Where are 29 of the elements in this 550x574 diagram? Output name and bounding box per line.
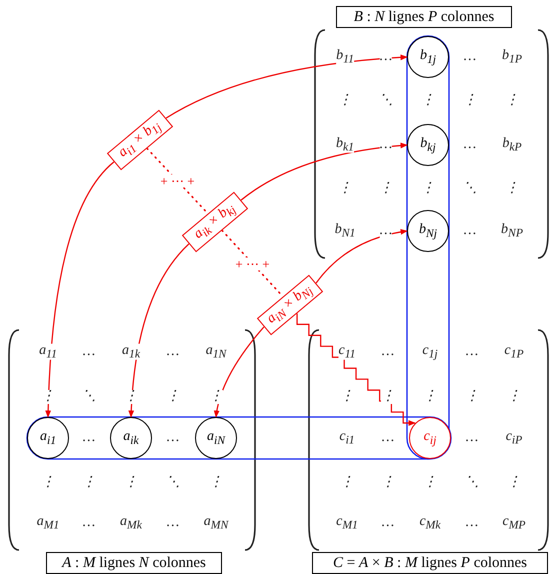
edge-label: + ⋯ + <box>234 257 271 270</box>
matrix-entry: a$_{11}$ <box>39 344 57 360</box>
edge-label: + ⋯ + <box>159 174 196 188</box>
matrix-entry: b$_{NP}$ <box>501 222 523 240</box>
highlighted-entry: b$_{kj}$ <box>407 124 449 166</box>
matrix-entry: b$_{N1}$ <box>334 222 356 240</box>
highlighted-entry: b$_{1j}$ <box>407 36 449 78</box>
arrow <box>316 229 408 284</box>
arrow <box>166 54 408 119</box>
arrow <box>214 326 264 418</box>
matrix-entry: b$_{kP}$ <box>502 136 522 154</box>
highlighted-entry: a$_{i1}$ <box>27 417 69 459</box>
matrix-caption: B : N lignes P colonnes <box>336 6 512 28</box>
highlighted-entry: c$_{ij}$ <box>409 417 451 459</box>
highlighted-entry: b$_{Nj}$ <box>407 210 449 252</box>
highlighted-entry: a$_{iN}$ <box>195 417 237 459</box>
arrow <box>296 313 416 426</box>
arrow <box>240 142 408 201</box>
matrix-entry: ⋮ <box>381 390 395 404</box>
matrix-caption: A : M lignes N colonnes <box>46 552 222 574</box>
dotted-connector <box>146 148 209 214</box>
matrix-entry: b$_{k1}$ <box>336 136 354 154</box>
arrow <box>45 161 114 418</box>
highlighted-entry: a$_{ik}$ <box>110 417 152 459</box>
matrix-caption: C = A × B : M lignes P colonnes <box>312 552 548 574</box>
matrix-entry: b$_{11}$ <box>336 48 354 66</box>
matrix-entry: b$_{1P}$ <box>502 48 522 66</box>
matrix-entry: a$_{1k}$ <box>122 344 140 360</box>
arrow <box>128 243 190 418</box>
